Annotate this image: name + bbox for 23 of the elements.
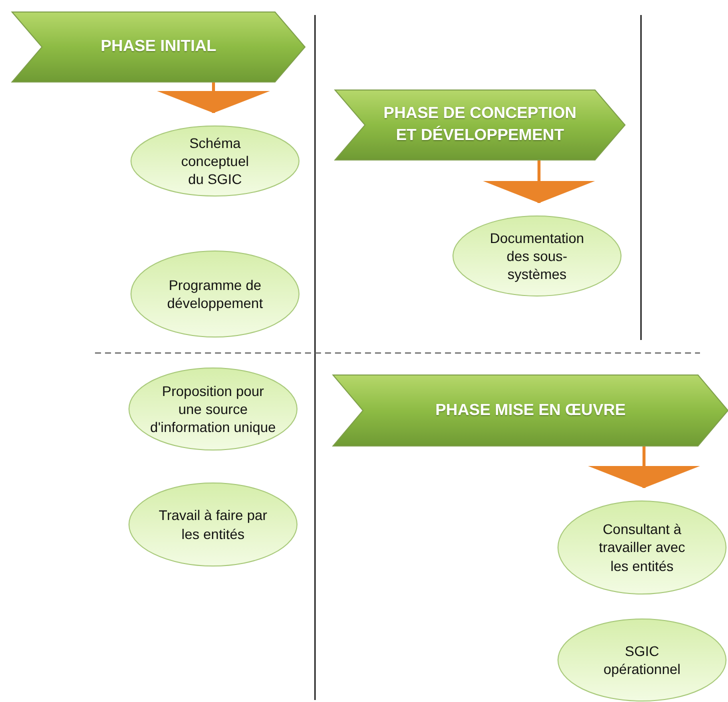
phase-chevron <box>335 90 625 160</box>
phase-title: PHASE MISE EN ŒUVRE <box>435 400 626 421</box>
down-arrow <box>483 160 595 203</box>
outcome-label: Proposition pour une source d'information unique <box>150 382 276 436</box>
outcome-ellipse <box>557 500 727 595</box>
outcome-label: Consultant à travailler avec les entités <box>598 520 686 575</box>
outcome-label: Schéma conceptuel du SGIC <box>180 134 250 188</box>
down-arrow <box>588 446 700 488</box>
outcome-ellipse <box>130 125 300 197</box>
phase-chevron <box>333 375 728 446</box>
phase-title: PHASE INITIAL <box>100 37 216 58</box>
outcome-ellipse <box>557 618 727 702</box>
down-arrow <box>157 82 270 113</box>
outcome-label: Travail à faire par les entités <box>158 506 268 543</box>
outcome-label: SGIC opérationnel <box>602 642 682 678</box>
outcome-ellipse <box>128 482 298 567</box>
outcome-label: Programme de développement <box>166 276 264 312</box>
phase-title: PHASE DE CONCEPTION ET DÉVELOPPEMENT <box>382 104 578 146</box>
outcome-label: Documentation des sous-systèmes <box>488 228 586 284</box>
outcome-ellipse <box>128 367 298 451</box>
phase-chevron <box>12 12 305 82</box>
outcome-ellipse <box>130 250 300 338</box>
outcome-ellipse <box>452 215 622 297</box>
